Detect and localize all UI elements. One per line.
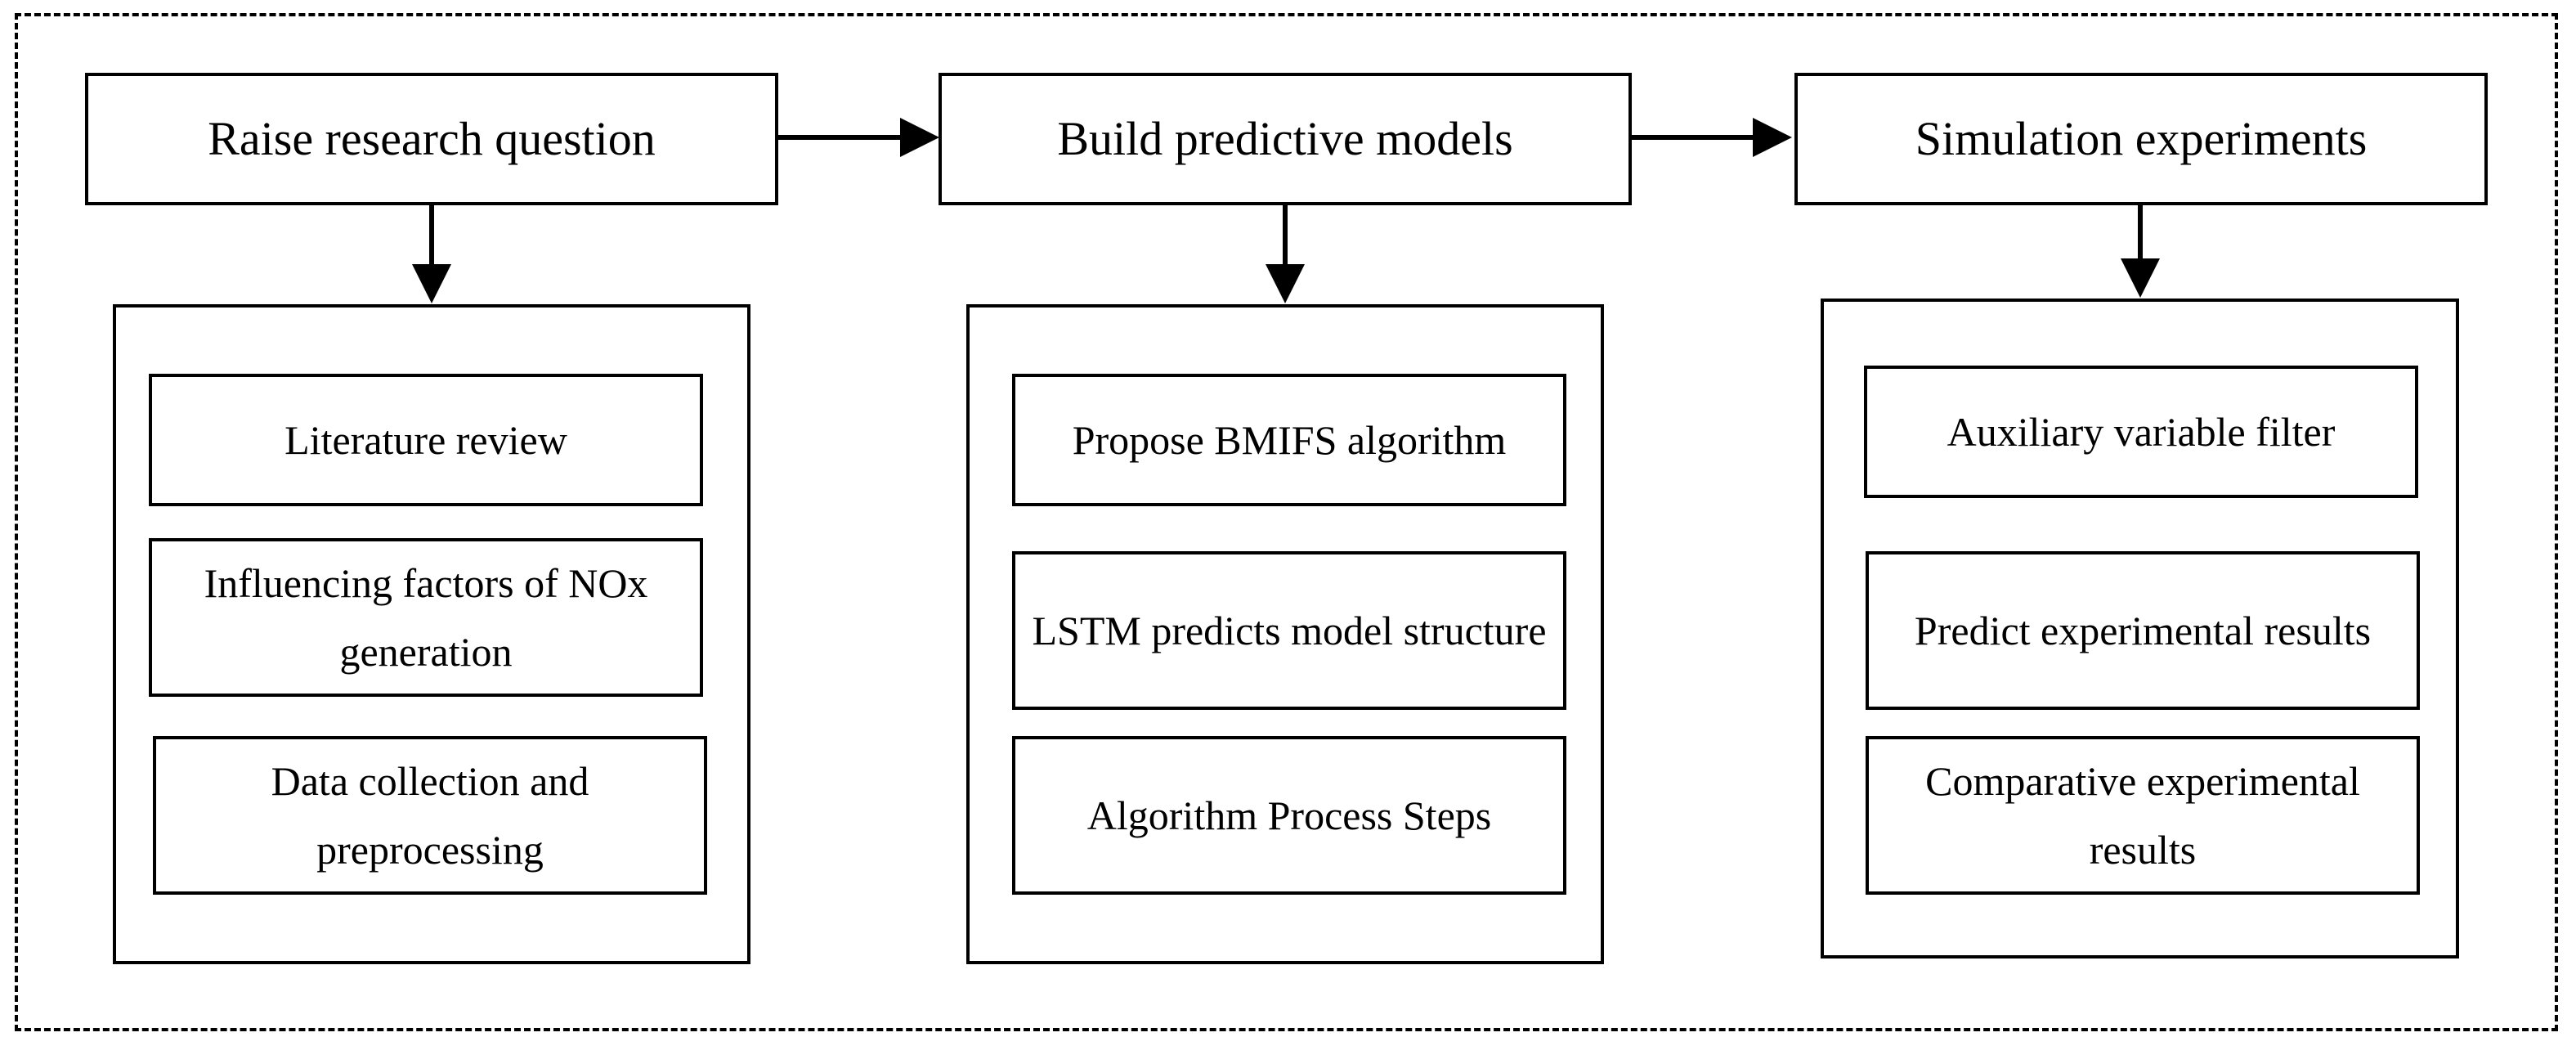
step-box-2-1: Propose BMIFS algorithm bbox=[1012, 374, 1566, 506]
step-text-3-3: Comparative experimental results bbox=[1925, 758, 2360, 873]
step-box-1-1: Literature review bbox=[149, 374, 703, 506]
step-text-2-3: Algorithm Process Steps bbox=[1086, 792, 1492, 838]
step-box-1-3: Data collection and preprocessing bbox=[153, 736, 707, 895]
step-box-2-2: LSTM predicts model structure bbox=[1012, 551, 1566, 710]
stage-title-2: Build predictive models bbox=[1057, 112, 1513, 166]
stage-title-box-2: Build predictive models bbox=[939, 73, 1632, 205]
step-box-3-1: Auxiliary variable filter bbox=[1864, 366, 2418, 498]
dashed-outer-frame bbox=[15, 13, 2558, 1031]
step-text-3-1: Auxiliary variable filter bbox=[1947, 409, 2336, 455]
step-text-2-1: Propose BMIFS algorithm bbox=[1072, 417, 1507, 463]
stage-title-1: Raise research question bbox=[208, 112, 656, 166]
step-text-1-1: Literature review bbox=[284, 417, 567, 463]
step-text-2-2: LSTM predicts model structure bbox=[1032, 608, 1547, 653]
stage-title-3: Simulation experiments bbox=[1915, 112, 2368, 166]
step-box-3-3: Comparative experimental results bbox=[1866, 736, 2420, 895]
step-box-2-3: Algorithm Process Steps bbox=[1012, 736, 1566, 895]
step-text-1-2: Influencing factors of NOx generation bbox=[204, 560, 648, 675]
step-text-3-2: Predict experimental results bbox=[1914, 608, 2372, 653]
step-box-1-2: Influencing factors of NOx generation bbox=[149, 538, 703, 697]
step-text-1-3: Data collection and preprocessing bbox=[271, 758, 589, 873]
stage-title-box-1: Raise research question bbox=[85, 73, 778, 205]
step-box-3-2: Predict experimental results bbox=[1866, 551, 2420, 710]
stage-title-box-3: Simulation experiments bbox=[1794, 73, 2488, 205]
